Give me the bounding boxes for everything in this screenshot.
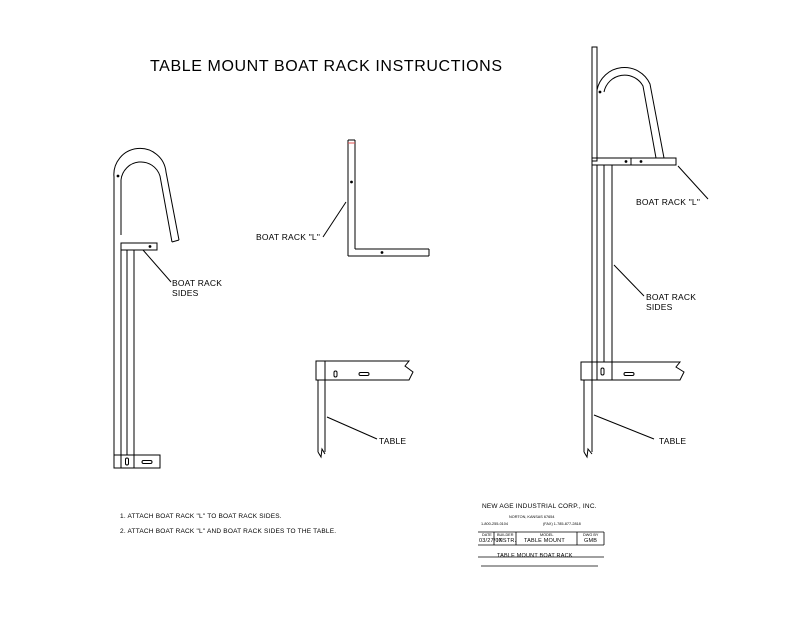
assembly-drawing-right bbox=[580, 46, 709, 459]
company-fax: (FAX) 1-785-877-2818 bbox=[543, 522, 581, 526]
boat-rack-l-drawing bbox=[322, 139, 430, 257]
page-title: TABLE MOUNT BOAT RACK INSTRUCTIONS bbox=[150, 58, 503, 75]
label-sides-line2: SIDES bbox=[172, 288, 199, 298]
label-boat-rack-l-left: BOAT RACK "L" bbox=[256, 232, 321, 242]
drawing-title: TABLE MOUNT BOAT RACK bbox=[497, 553, 573, 559]
value-builder: INSTR. bbox=[497, 538, 517, 544]
label-sides-line1: BOAT RACK bbox=[172, 278, 223, 288]
label-boat-rack-sides-right: BOAT RACK SIDES bbox=[646, 292, 696, 312]
label-table-right: TABLE bbox=[659, 436, 687, 446]
company-name: NEW AGE INDUSTRIAL CORP., INC. bbox=[482, 503, 597, 510]
title-block-lines bbox=[478, 531, 605, 567]
header-model: MODEL bbox=[540, 533, 554, 537]
boat-rack-side-drawing bbox=[113, 147, 180, 469]
label-sides-line2-right: SIDES bbox=[646, 302, 673, 312]
table-drawing bbox=[315, 360, 414, 459]
company-phone: 1-800-255-0104 bbox=[481, 522, 509, 526]
header-date: DATE bbox=[482, 533, 492, 537]
value-date: 03/27/07 bbox=[479, 538, 503, 544]
step-1: 1. ATTACH BOAT RACK "L" TO BOAT RACK SID… bbox=[120, 513, 282, 520]
label-table-left: TABLE bbox=[379, 436, 407, 446]
header-drawn-by: DWG BY bbox=[583, 533, 599, 537]
instruction-steps: 1. ATTACH BOAT RACK "L" TO BOAT RACK SID… bbox=[120, 509, 336, 539]
value-model: TABLE MOUNT bbox=[524, 538, 565, 544]
company-city: NORTON, KANSAS 67654 bbox=[509, 515, 555, 519]
label-boat-rack-l-right: BOAT RACK "L" bbox=[636, 197, 701, 207]
step-2: 2. ATTACH BOAT RACK "L" AND BOAT RACK SI… bbox=[120, 528, 337, 535]
label-boat-rack-sides-left: BOAT RACK SIDES bbox=[172, 278, 222, 298]
header-builder: BUILDER bbox=[497, 533, 514, 537]
value-drawn-by: GMB bbox=[584, 538, 598, 544]
label-sides-line1-right: BOAT RACK bbox=[646, 292, 697, 302]
